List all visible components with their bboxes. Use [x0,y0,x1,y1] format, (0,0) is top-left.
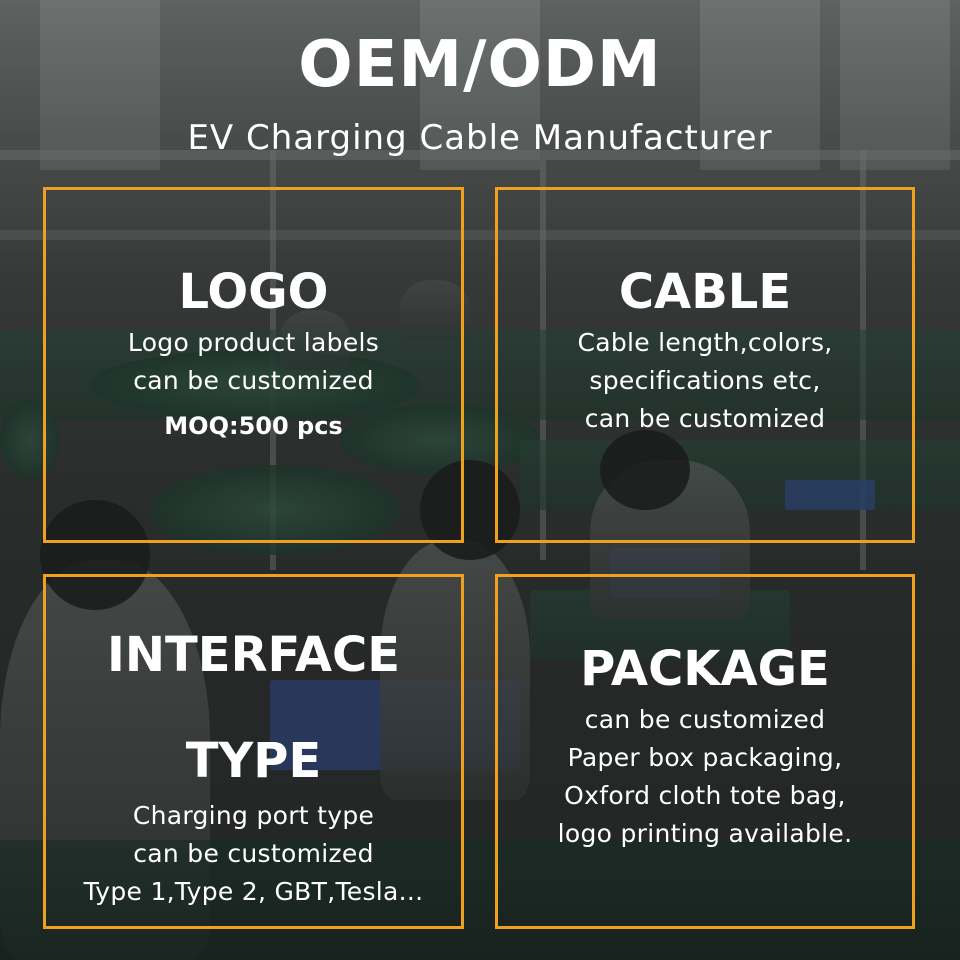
cable-card-description: Cable length,colors, specifications etc,… [498,324,912,438]
interface-card-line: Charging port type [132,801,375,830]
package-card-description: can be customized Paper box packaging, O… [498,701,912,853]
logo-card: LOGO Logo product labels can be customiz… [43,187,464,543]
interface-type-card: INTERFACE TYPE Charging port type can be… [43,574,464,929]
logo-card-line: can be customized [133,366,374,395]
interface-card-line: Type 1,Type 2, GBT,Tesla... [83,877,424,906]
logo-card-line: Logo product labels [127,328,380,357]
package-card-title: PACKAGE [580,641,830,697]
package-card: PACKAGE can be customized Paper box pack… [495,574,915,929]
cable-card-line: specifications etc, [589,366,821,395]
logo-card-title: LOGO [178,264,329,320]
interface-card-description: Charging port type can be customized Typ… [46,797,461,911]
interface-card-line: can be customized [133,839,374,868]
cable-card-line: can be customized [584,404,826,433]
package-card-line: Paper box packaging, [567,743,843,772]
subtitle: EV Charging Cable Manufacturer [187,118,773,158]
logo-card-description: Logo product labels can be customized [46,324,461,400]
moq-label: MOQ:500 pcs [164,412,343,440]
interface-card-title-line: TYPE [185,733,322,789]
package-card-line: logo printing available. [557,819,853,848]
interface-card-title-line: INTERFACE [107,627,400,683]
package-card-line: can be customized [584,705,826,734]
main-title: OEM/ODM [298,28,662,102]
cable-card-line: Cable length,colors, [577,328,833,357]
cable-card-title: CABLE [618,264,792,320]
cable-card: CABLE Cable length,colors, specification… [495,187,915,543]
package-card-line: Oxford cloth tote bag, [564,781,846,810]
